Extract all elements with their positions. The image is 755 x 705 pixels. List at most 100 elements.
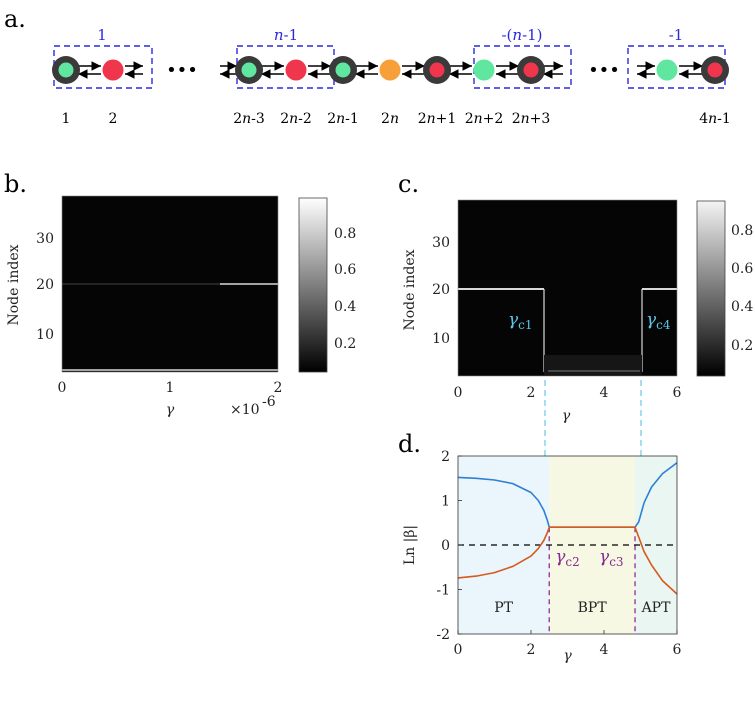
node-5 [335,62,351,78]
chart-d-xtick-label: 0 [454,642,463,658]
colorbar-b-tick-1: 0.6 [334,262,356,278]
node-label-part: n [427,111,436,127]
box-label-1: 1 [97,26,107,44]
heatmap-b-ylabel: Node index [6,244,22,325]
chart-d-ytick-label: 0 [441,538,450,554]
node-label-part: n [242,111,251,127]
heatmap-c-ytick-0: 10 [432,331,450,347]
node-2 [102,59,124,81]
heatmap-b-xtick-0: 0 [58,380,67,396]
node-label-part: n [474,111,483,127]
node-label-part: n [390,111,399,127]
node-label-part: 2 [327,111,336,127]
colorbar-c-tick-1: 0.6 [731,261,753,277]
node-label-1: 1 [62,111,71,127]
node-label-part: 2 [418,111,427,127]
box-label-part: -( [501,26,512,44]
heatmap-c-xtick-1: 2 [527,385,536,401]
gamma-c4-label: γc4 [646,310,671,332]
region-label-pt: PT [494,600,513,616]
heatmap-c-bottom-glow [544,355,642,375]
heatmap-c-frame [457,199,678,377]
box-label-part: -1 [284,26,299,44]
heatmap-b-frame [61,195,279,373]
chart-d-ytick-label: 1 [441,494,450,510]
node-4 [285,59,307,81]
node-8 [473,59,495,81]
node-label-part: 1 [62,111,71,127]
gamma-c2-sub: c2 [565,555,579,569]
node-label-part: -1 [717,111,731,127]
node-label-part: n [289,111,298,127]
region-label-apt: APT [641,600,672,616]
colorbar-b-tick-2: 0.4 [334,299,356,315]
node-extra [656,59,678,81]
box-label-3: -(n-1) [501,26,542,44]
node-label-9: 2n+3 [512,111,551,127]
node-label-part: -2 [298,111,312,127]
heatmap-b-multiplier-exp: -6 [262,394,276,410]
chart-d-xlabel: γ [563,648,572,664]
heatmap-c-ylabel: Node index [402,249,418,330]
chart-d-ytick-label: -1 [436,583,450,599]
box-label-part: 1 [97,26,107,44]
ellipsis-left: ••• [166,60,198,81]
gamma-c3-label: γc3 [599,547,624,569]
chart-d-xtick-label: 6 [673,642,682,658]
node-label-part: -1 [345,111,359,127]
heatmap-b-xlabel: γ [166,402,175,418]
box-label-part: n [274,26,284,44]
node-label-part: 2 [280,111,289,127]
node-label-part: n [521,111,530,127]
panel-label-d: d. [398,430,421,458]
node-label-8: 2n+2 [465,111,504,127]
chart-d-ytick-label: 2 [441,449,450,465]
heatmap-c: 0 2 4 6 10 20 30 Node index γ γc1 γc4 0.… [402,199,753,424]
node-6 [379,59,401,81]
node-10 [707,62,723,78]
ellipsis-right: ••• [588,60,620,81]
colorbar-b-tick-3: 0.2 [334,336,356,352]
box-label-2: n-1 [274,26,298,44]
gamma-c3-sub: c3 [609,555,623,569]
node-label-3: 2n-3 [233,111,265,127]
gamma-c1-label: γc1 [508,310,533,332]
node-label-2: 2 [109,111,118,127]
heatmap-b-ytick-0: 10 [36,327,54,343]
panel-label-c: c. [398,170,419,198]
heatmap-c-xtick-0: 0 [454,385,463,401]
node-label-part: +3 [530,111,551,127]
node-label-part: +1 [436,111,457,127]
heatmap-b-xtick-1: 1 [166,380,175,396]
node-label-6: 2n [381,111,399,127]
panel-label-a: a. [4,5,26,33]
box-label-4: -1 [669,26,684,44]
heatmap-c-xlabel: γ [562,408,571,424]
node-3 [241,62,257,78]
gamma-c2-symbol: γ [555,547,566,567]
node-label-part: n [336,111,345,127]
box-label-part: -1) [522,26,542,44]
node-label-7: 2n+1 [418,111,457,127]
heatmap-b-multiplier: ×10 [230,402,260,418]
node-label-part: 2 [512,111,521,127]
node-label-10: 4n-1 [699,111,731,127]
colorbar-c-tick-0: 0.8 [731,223,753,239]
node-label-part: 2 [381,111,390,127]
node-label-5: 2n-1 [327,111,359,127]
colorbar-c-tick-3: 0.2 [731,338,753,354]
node-label-part: 4 [699,111,708,127]
colorbar-c [696,200,726,377]
node-7 [429,62,445,78]
colorbar-c-tick-2: 0.4 [731,299,753,315]
box-label-part: n [512,26,522,44]
heatmap-c-xtick-3: 6 [673,385,682,401]
node-label-part: 2 [465,111,474,127]
node-label-4: 2n-2 [280,111,312,127]
heatmap-b-xtick-2: 2 [274,380,283,396]
chart-d-xtick-label: 4 [600,642,609,658]
chart-d-xtick-label: 2 [527,642,536,658]
